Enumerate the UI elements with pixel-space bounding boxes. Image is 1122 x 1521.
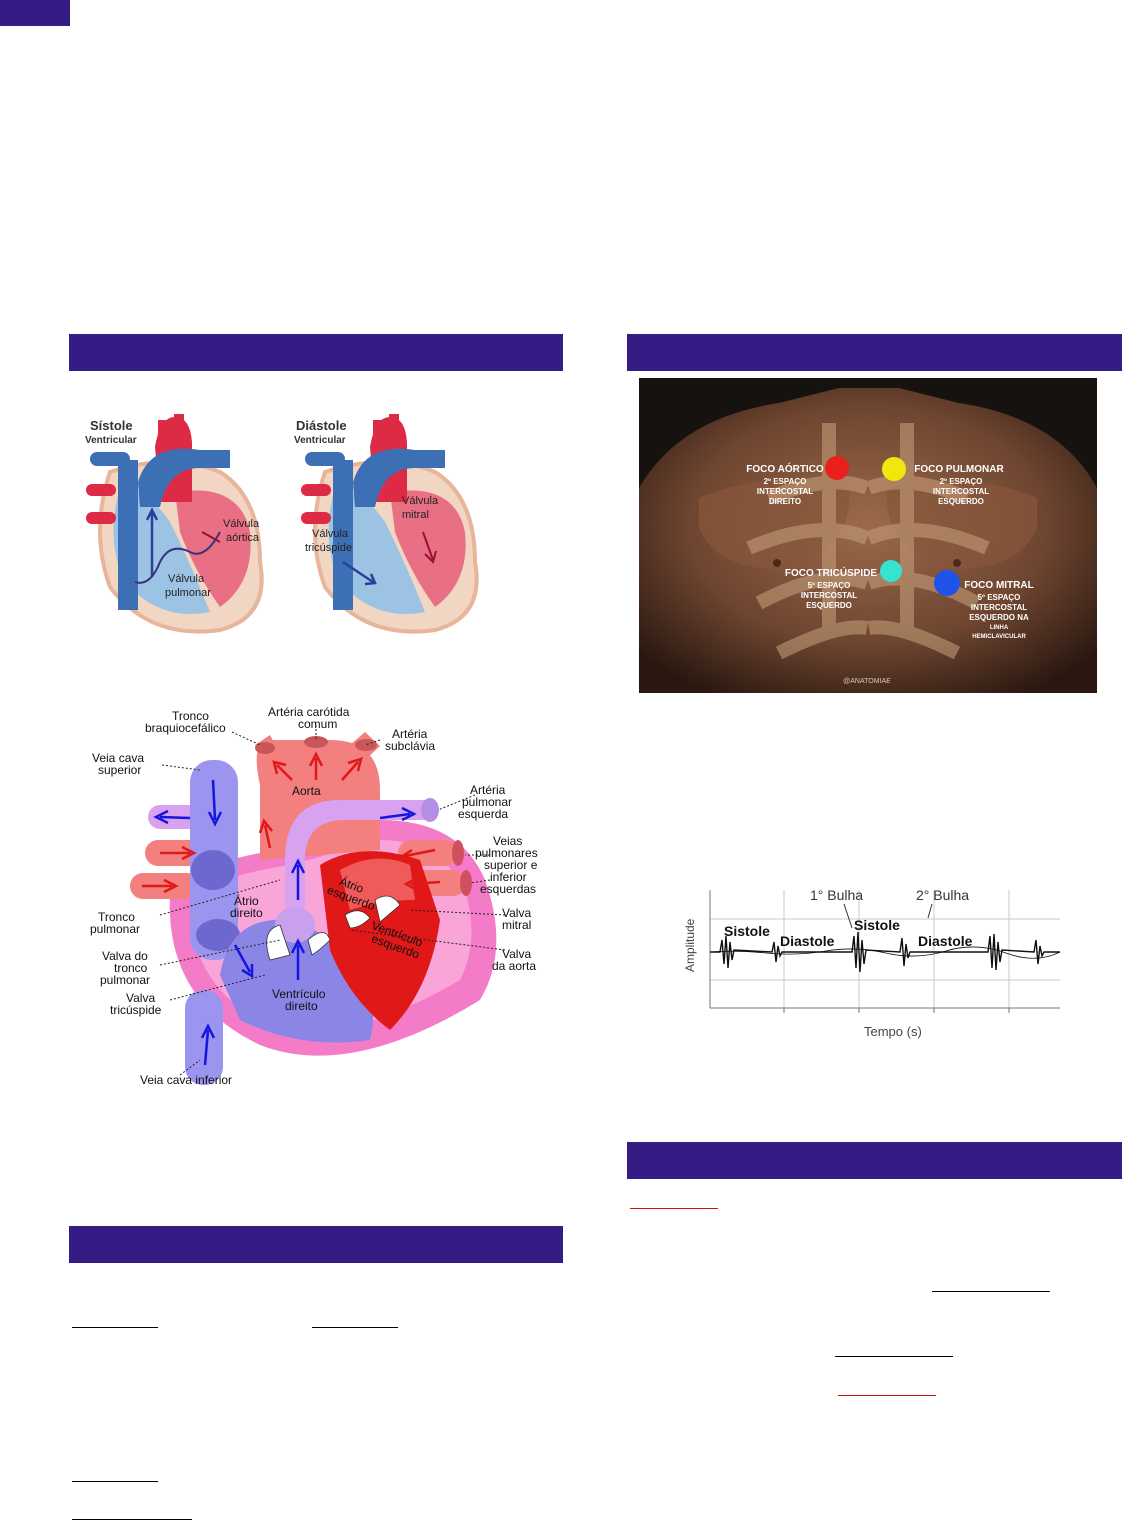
systole-sub: Ventricular: [85, 435, 137, 446]
label-ventriculo-direito-1: Ventrículo: [272, 987, 326, 1001]
label-valva-aorta-1: Valva: [502, 947, 531, 961]
label-atrio-direito-1: Átrio: [234, 893, 259, 908]
phonogram-xlabel: Tempo (s): [864, 1024, 922, 1039]
section-bar-lower-left: [69, 1226, 563, 1263]
diastole-label-2: Diastole: [918, 933, 973, 949]
systole-heart: [86, 414, 264, 634]
pulmonary-focus-marker: [882, 457, 906, 481]
label-ventriculo-direito-2: direito: [285, 999, 318, 1013]
label-veias-pulmonares-3: superior e: [484, 858, 538, 872]
label-tronco-braquiocefalico-1: Tronco: [172, 709, 209, 723]
label-tronco-pulmonar-1: Tronco: [98, 910, 135, 924]
label-valva-mitral-1: Valva: [502, 906, 531, 920]
valvula-tricuspide-2: tricúspide: [305, 542, 352, 554]
label-arteria-carotida-2: comum: [298, 717, 337, 731]
diastole-label-1: Diastole: [780, 933, 835, 949]
foco-tricuspide-line-3: ESQUERDO: [806, 601, 852, 610]
foco-tricuspide-line-2: INTERCOSTAL: [801, 591, 857, 600]
valvula-tricuspide-1: Válvula: [312, 528, 349, 540]
heart-cycle-illustration: Sístole Ventricular Válvula aórtica Válv…: [85, 414, 479, 634]
label-aorta: Aorta: [292, 784, 321, 798]
label-arteria-subclavia-1: Artéria: [392, 727, 428, 741]
label-valva-tronco-pulmonar-3: pulmonar: [100, 973, 150, 987]
foco-pulmonar-line-1: 2º ESPAÇO: [940, 477, 983, 486]
label-tronco-braquiocefalico-2: braquiocefálico: [145, 721, 226, 735]
diastole-title: Diástole: [296, 418, 347, 433]
label-valva-tronco-pulmonar-1: Valva do: [102, 949, 148, 963]
valvula-aortica-1: Válvula: [223, 518, 260, 530]
underline-mark-6: [72, 1519, 192, 1520]
section-bar-lower-right: [627, 1142, 1122, 1179]
label-tronco-pulmonar-2: pulmonar: [90, 922, 140, 936]
underline-mark-2: [835, 1356, 953, 1357]
sistole-label-1: Sistole: [724, 923, 770, 939]
label-arteria-pulmonar-2: pulmonar: [462, 795, 512, 809]
header-tab: [0, 0, 70, 26]
underline-mark-5: [72, 1481, 158, 1482]
foco-mitral-line-1: 5º ESPAÇO: [978, 593, 1021, 602]
underline-mark-3: [72, 1327, 158, 1328]
label-arteria-subclavia-2: subclávia: [385, 739, 435, 753]
underline-mark-4: [312, 1327, 398, 1328]
sistole-label-2: Sistole: [854, 917, 900, 933]
foco-tricuspide-line-1: 5º ESPAÇO: [808, 581, 851, 590]
foco-mitral-title: FOCO MITRAL: [964, 580, 1033, 591]
aortic-focus-marker: [825, 456, 849, 480]
photo-watermark: @ANATOMIAE: [843, 678, 891, 685]
foco-aortico-line-3: DIREITO: [769, 497, 801, 506]
label-valva-aorta-2: da aorta: [492, 959, 536, 973]
label-atrio-direito-2: direito: [230, 906, 263, 920]
diastole-sub: Ventricular: [294, 435, 346, 446]
valvula-pulmonar-1: Válvula: [168, 573, 205, 585]
valvula-mitral-2: mitral: [402, 509, 429, 521]
label-valva-tricuspide-1: Valva: [126, 991, 155, 1005]
phonocardiogram: 1° Bulha 2° Bulha Sistole Diastole Sisto…: [683, 887, 1061, 1039]
underline-mark-1: [932, 1291, 1050, 1292]
label-veias-pulmonares-4: inferior: [490, 870, 527, 884]
foco-aortico-title: FOCO AÓRTICO: [746, 462, 824, 475]
label-arteria-carotida-1: Artéria carótida: [268, 705, 350, 719]
tricuspid-focus-marker: [880, 560, 902, 582]
diastole-heart: [301, 414, 479, 634]
label-veia-cava-inferior: Veia cava inferior: [140, 1073, 232, 1087]
foco-aortico-line-1: 2º ESPAÇO: [764, 477, 807, 486]
foco-mitral-line-3: ESQUERDO NA: [969, 613, 1029, 622]
chest-auscultation-photo: FOCO AÓRTICO 2º ESPAÇO INTERCOSTAL DIREI…: [639, 378, 1097, 693]
label-arteria-pulmonar-3: esquerda: [458, 807, 508, 821]
label-valva-mitral-2: mitral: [502, 918, 531, 932]
foco-mitral-line-2: INTERCOSTAL: [971, 603, 1027, 612]
label-veias-pulmonares-5: esquerdas: [480, 882, 536, 896]
foco-pulmonar-title: FOCO PULMONAR: [914, 464, 1004, 475]
section-bar-heart-cycle: [69, 334, 563, 371]
valvula-aortica-2: aórtica: [226, 532, 260, 544]
label-veia-cava-superior-1: Veia cava: [92, 751, 144, 765]
underline-mark-red-2: [838, 1395, 936, 1396]
label-veia-cava-superior-2: superior: [98, 763, 141, 777]
foco-tricuspide-title: FOCO TRICÚSPIDE: [785, 566, 878, 579]
label-valva-tricuspide-2: tricúspide: [110, 1003, 162, 1017]
underline-mark-red-1: [630, 1208, 718, 1209]
mitral-focus-marker: [934, 570, 960, 596]
label-veias-pulmonares-2: pulmonares: [475, 846, 538, 860]
foco-pulmonar-line-2: INTERCOSTAL: [933, 487, 989, 496]
label-arteria-pulmonar-1: Artéria: [470, 783, 506, 797]
phonogram-ylabel: Amplitude: [683, 918, 697, 972]
section-bar-auscultation-foci: [627, 334, 1122, 371]
bulha2-label: 2° Bulha: [916, 887, 969, 903]
valvula-mitral-1: Válvula: [402, 495, 439, 507]
foco-mitral-line-5: HEMICLAVICULAR: [972, 634, 1026, 640]
heart-anatomy-diagram: Tronco braquiocefálico Artéria carótida …: [90, 705, 538, 1087]
bulha1-label: 1° Bulha: [810, 887, 863, 903]
label-valva-tronco-pulmonar-2: tronco: [114, 961, 148, 975]
label-veias-pulmonares-1: Veias: [493, 834, 522, 848]
foco-pulmonar-line-3: ESQUERDO: [938, 497, 984, 506]
valvula-pulmonar-2: pulmonar: [165, 587, 211, 599]
foco-mitral-line-4: LINHA: [990, 625, 1009, 631]
systole-title: Sístole: [90, 418, 133, 433]
foco-aortico-line-2: INTERCOSTAL: [757, 487, 813, 496]
